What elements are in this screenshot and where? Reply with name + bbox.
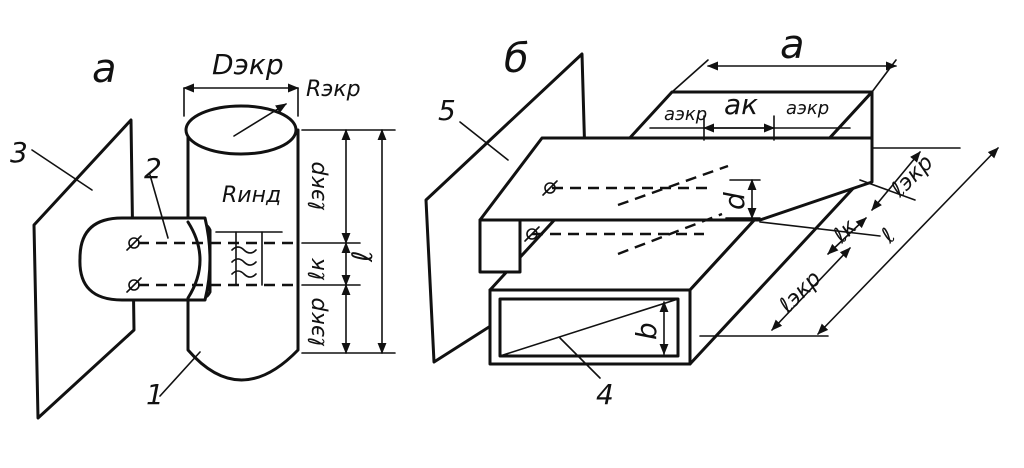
dim-l-ekr-bot: ℓэкр	[774, 266, 827, 319]
dim-a-ekr-left: aэкр	[664, 104, 707, 125]
label-1: 1	[146, 378, 164, 411]
dim-a-k: aк	[724, 88, 758, 121]
dim-l-k: ℓк	[828, 214, 863, 249]
dim-l-ekr-top: ℓэкр	[305, 162, 330, 211]
dim-d: d	[718, 192, 751, 210]
panel-b-label: б	[504, 36, 529, 82]
dim-a: a	[780, 22, 805, 68]
dim-r-ind: Rинд	[222, 183, 281, 208]
dim-l-k: ℓк	[305, 257, 330, 281]
dim-l-ekr-top: ℓэкр	[886, 150, 939, 203]
inductor-coil-2	[78, 216, 298, 302]
cylinder-screen-1	[184, 104, 300, 382]
dim-r-ekr: Rэкр	[306, 77, 361, 102]
panel-a-label: а	[92, 46, 117, 92]
label-2: 2	[144, 152, 162, 185]
panel-a: а Dэкр Rэкр Rинд ℓэкр ℓк ℓэкр ℓ 1 2 3	[10, 46, 396, 420]
dim-d-ekr: Dэкр	[212, 48, 284, 81]
label-3: 3	[10, 136, 28, 169]
panel-b: б a aэкр aк aэкр d b ℓэкр ℓк ℓ ℓэкр 4 5	[424, 22, 999, 411]
dim-b: b	[630, 322, 663, 340]
dim-l-total: ℓ	[346, 250, 379, 263]
dim-l-ekr-bot: ℓэкр	[305, 298, 330, 347]
label-4: 4	[596, 378, 614, 411]
dim-a-ekr-right: aэкр	[786, 98, 829, 119]
label-5: 5	[438, 94, 456, 127]
